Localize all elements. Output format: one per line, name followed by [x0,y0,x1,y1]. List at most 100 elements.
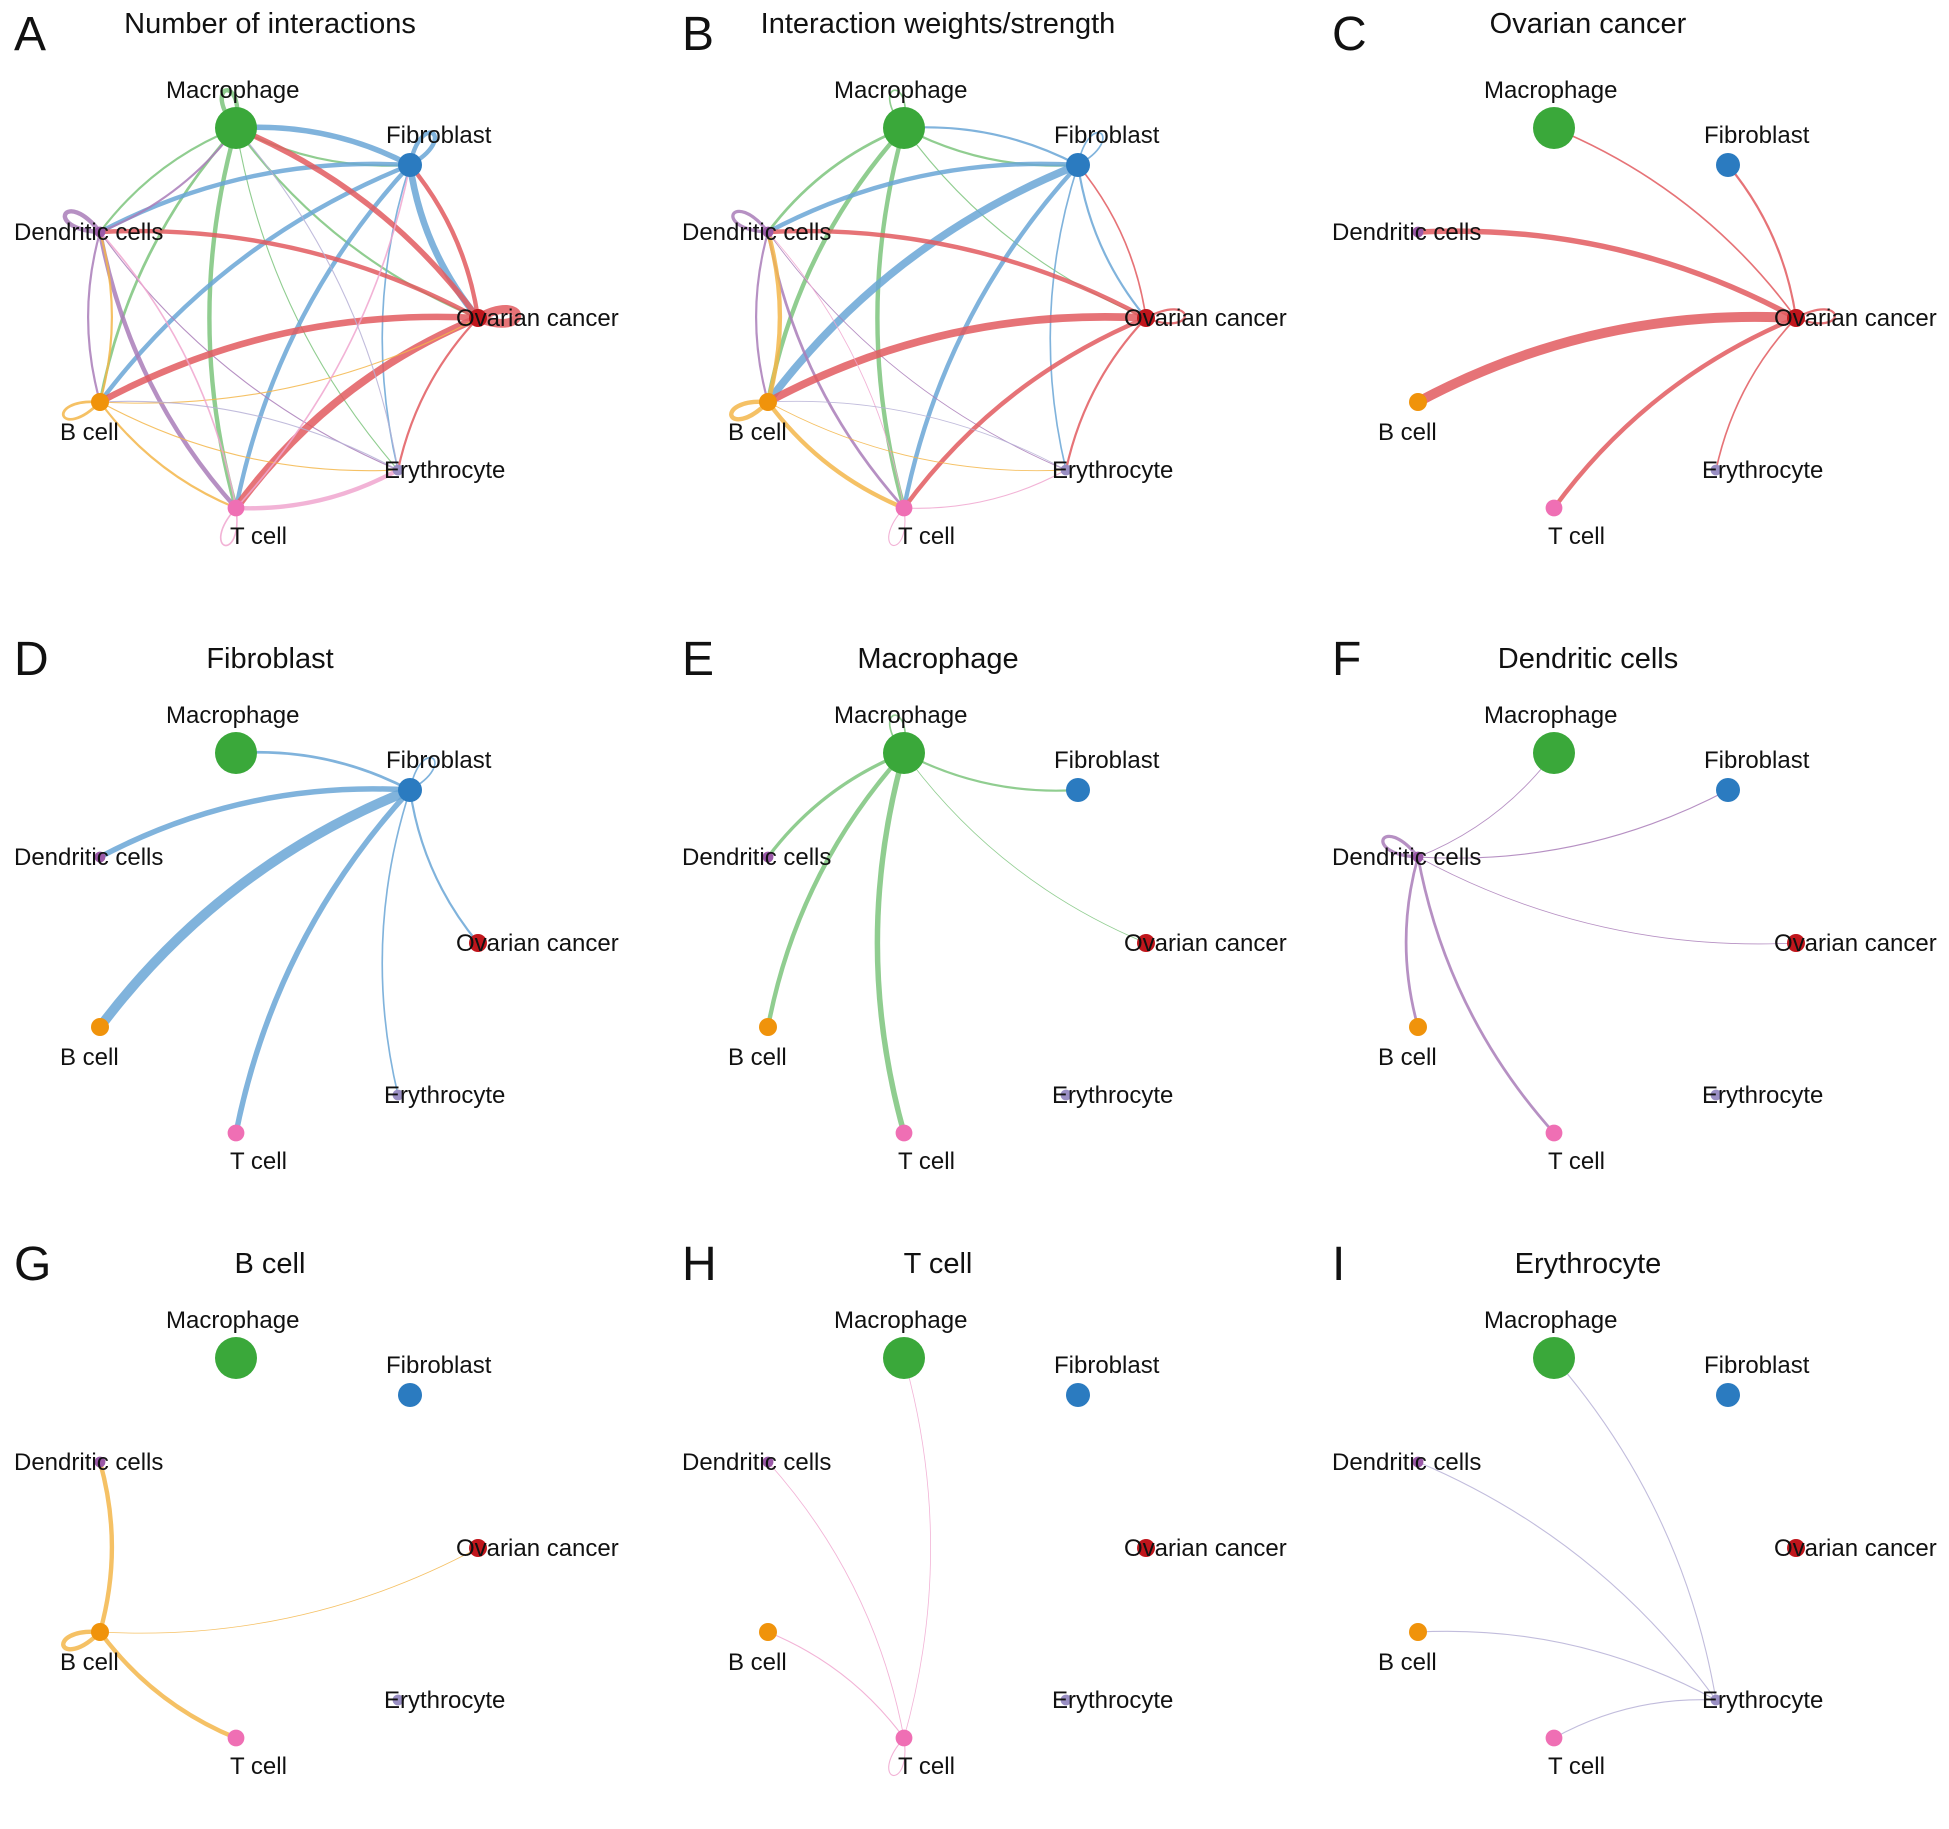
node-ovarian-cancer [469,309,487,327]
edge-ovarian-cancer-to-b-cell [1413,311,1801,407]
node-label-t-cell: T cell [898,1753,955,1780]
edge-dendritic-cells-to-ovarian-cancer [1417,856,1797,945]
edge-t-cell-to-erythrocyte [903,469,1067,509]
node-erythrocyte [392,1694,404,1706]
edge-fibroblast-to-fibroblast [1077,132,1104,166]
panel-title: Fibroblast [206,643,333,675]
edge-dendritic-cells-to-dendritic-cells [62,209,103,235]
edge-ovarian-cancer-to-b-cell [764,313,1150,406]
node-label-b-cell: B cell [728,1044,787,1071]
node-b-cell [91,1623,109,1641]
node-label-ovarian-cancer: Ovarian cancer [1124,930,1287,957]
node-t-cell [1545,1124,1563,1142]
edges-layer [767,1357,931,1777]
node-t-cell [895,1729,913,1747]
edge-macrophage-to-t-cell [875,125,907,511]
node-label-t-cell: T cell [230,1148,287,1175]
node-ovarian-cancer [1787,1539,1805,1557]
node-fibroblast [1716,778,1740,802]
edge-b-cell-to-b-cell [61,400,102,421]
edge-dendritic-cells-to-dendritic-cells [731,209,770,234]
node-label-b-cell: B cell [728,1649,787,1676]
node-macrophage [1533,732,1575,774]
edge-ovarian-cancer-to-fibroblast [1726,163,1798,320]
node-ovarian-cancer [1137,1539,1155,1557]
edge-b-cell-to-t-cell [98,400,238,510]
node-label-erythrocyte: Erythrocyte [1702,457,1823,484]
edge-macrophage-to-b-cell [98,126,238,404]
edge-erythrocyte-to-dendritic-cells [1417,1461,1717,1701]
node-t-cell [227,1729,245,1747]
node-label-fibroblast: Fibroblast [1054,1352,1160,1379]
node-erythrocyte [1710,1089,1722,1101]
node-fibroblast [398,153,422,177]
edge-t-cell-to-dendritic-cells [767,231,905,509]
panel-letter: C [1332,8,1367,61]
edge-dendritic-cells-to-erythrocyte [767,231,1067,471]
edge-dendritic-cells-to-b-cell [755,230,770,404]
node-erythrocyte [392,464,404,476]
node-label-fibroblast: Fibroblast [1704,1352,1810,1379]
edge-t-cell-to-t-cell [888,1737,906,1777]
edge-dendritic-cells-to-dendritic-cells [1381,834,1420,859]
node-erythrocyte [392,1089,404,1101]
edge-ovarian-cancer-to-ovarian-cancer [1144,308,1186,325]
edge-b-cell-to-erythrocyte [99,401,399,472]
node-label-macrophage: Macrophage [166,702,299,729]
panel-title: Ovarian cancer [1490,8,1687,40]
node-label-dendritic-cells: Dendritic cells [682,219,831,246]
edge-erythrocyte-to-b-cell [767,400,1067,471]
node-erythrocyte [1710,464,1722,476]
panel-letter: B [682,8,714,61]
node-b-cell [759,1623,777,1641]
edge-t-cell-to-fibroblast [235,164,411,509]
edge-dendritic-cells-to-fibroblast [1417,789,1729,859]
node-label-ovarian-cancer: Ovarian cancer [1774,1535,1937,1562]
node-label-macrophage: Macrophage [834,77,967,104]
edge-t-cell-to-b-cell [767,1631,905,1739]
edge-dendritic-cells-to-b-cell [1404,855,1420,1029]
node-label-fibroblast: Fibroblast [386,122,492,149]
edge-ovarian-cancer-to-erythrocyte [1715,317,1797,471]
node-b-cell [91,393,109,411]
node-label-b-cell: B cell [1378,419,1437,446]
node-label-erythrocyte: Erythrocyte [384,1687,505,1714]
panel-title: B cell [235,1248,306,1280]
node-label-b-cell: B cell [60,1044,119,1071]
node-ovarian-cancer [1787,309,1805,327]
node-ovarian-cancer [469,934,487,952]
node-fibroblast [398,1383,422,1407]
node-label-macrophage: Macrophage [166,1307,299,1334]
edge-macrophage-to-t-cell [874,750,907,1136]
edge-fibroblast-to-macrophage [234,750,412,792]
node-label-erythrocyte: Erythrocyte [1052,457,1173,484]
node-label-fibroblast: Fibroblast [1704,122,1810,149]
edge-ovarian-cancer-to-fibroblast [1077,164,1147,319]
edge-fibroblast-to-b-cell [97,162,413,405]
edge-t-cell-to-dendritic-cells [99,231,237,509]
node-b-cell [1409,1018,1427,1036]
panel-letter: G [14,1238,51,1291]
panel-c: C Ovarian cancerMacrophageFibroblastDendr… [1332,8,1937,550]
edges-layer [1413,127,1836,511]
edges-layer [95,750,480,1136]
edge-ovarian-cancer-to-macrophage [1553,127,1797,319]
edge-b-cell-to-b-cell [729,399,771,422]
edge-ovarian-cancer-to-ovarian-cancer [1794,308,1836,325]
panel-letter: A [14,8,46,61]
node-b-cell [91,1018,109,1036]
edge-fibroblast-to-fibroblast [407,130,438,168]
node-label-ovarian-cancer: Ovarian cancer [1124,1535,1287,1562]
node-label-fibroblast: Fibroblast [386,747,492,774]
node-ovarian-cancer [1137,309,1155,327]
edge-ovarian-cancer-to-t-cell [232,314,482,512]
edge-t-cell-to-dendritic-cells [767,1461,905,1739]
edge-b-cell-to-dendritic-cells [97,1459,115,1635]
